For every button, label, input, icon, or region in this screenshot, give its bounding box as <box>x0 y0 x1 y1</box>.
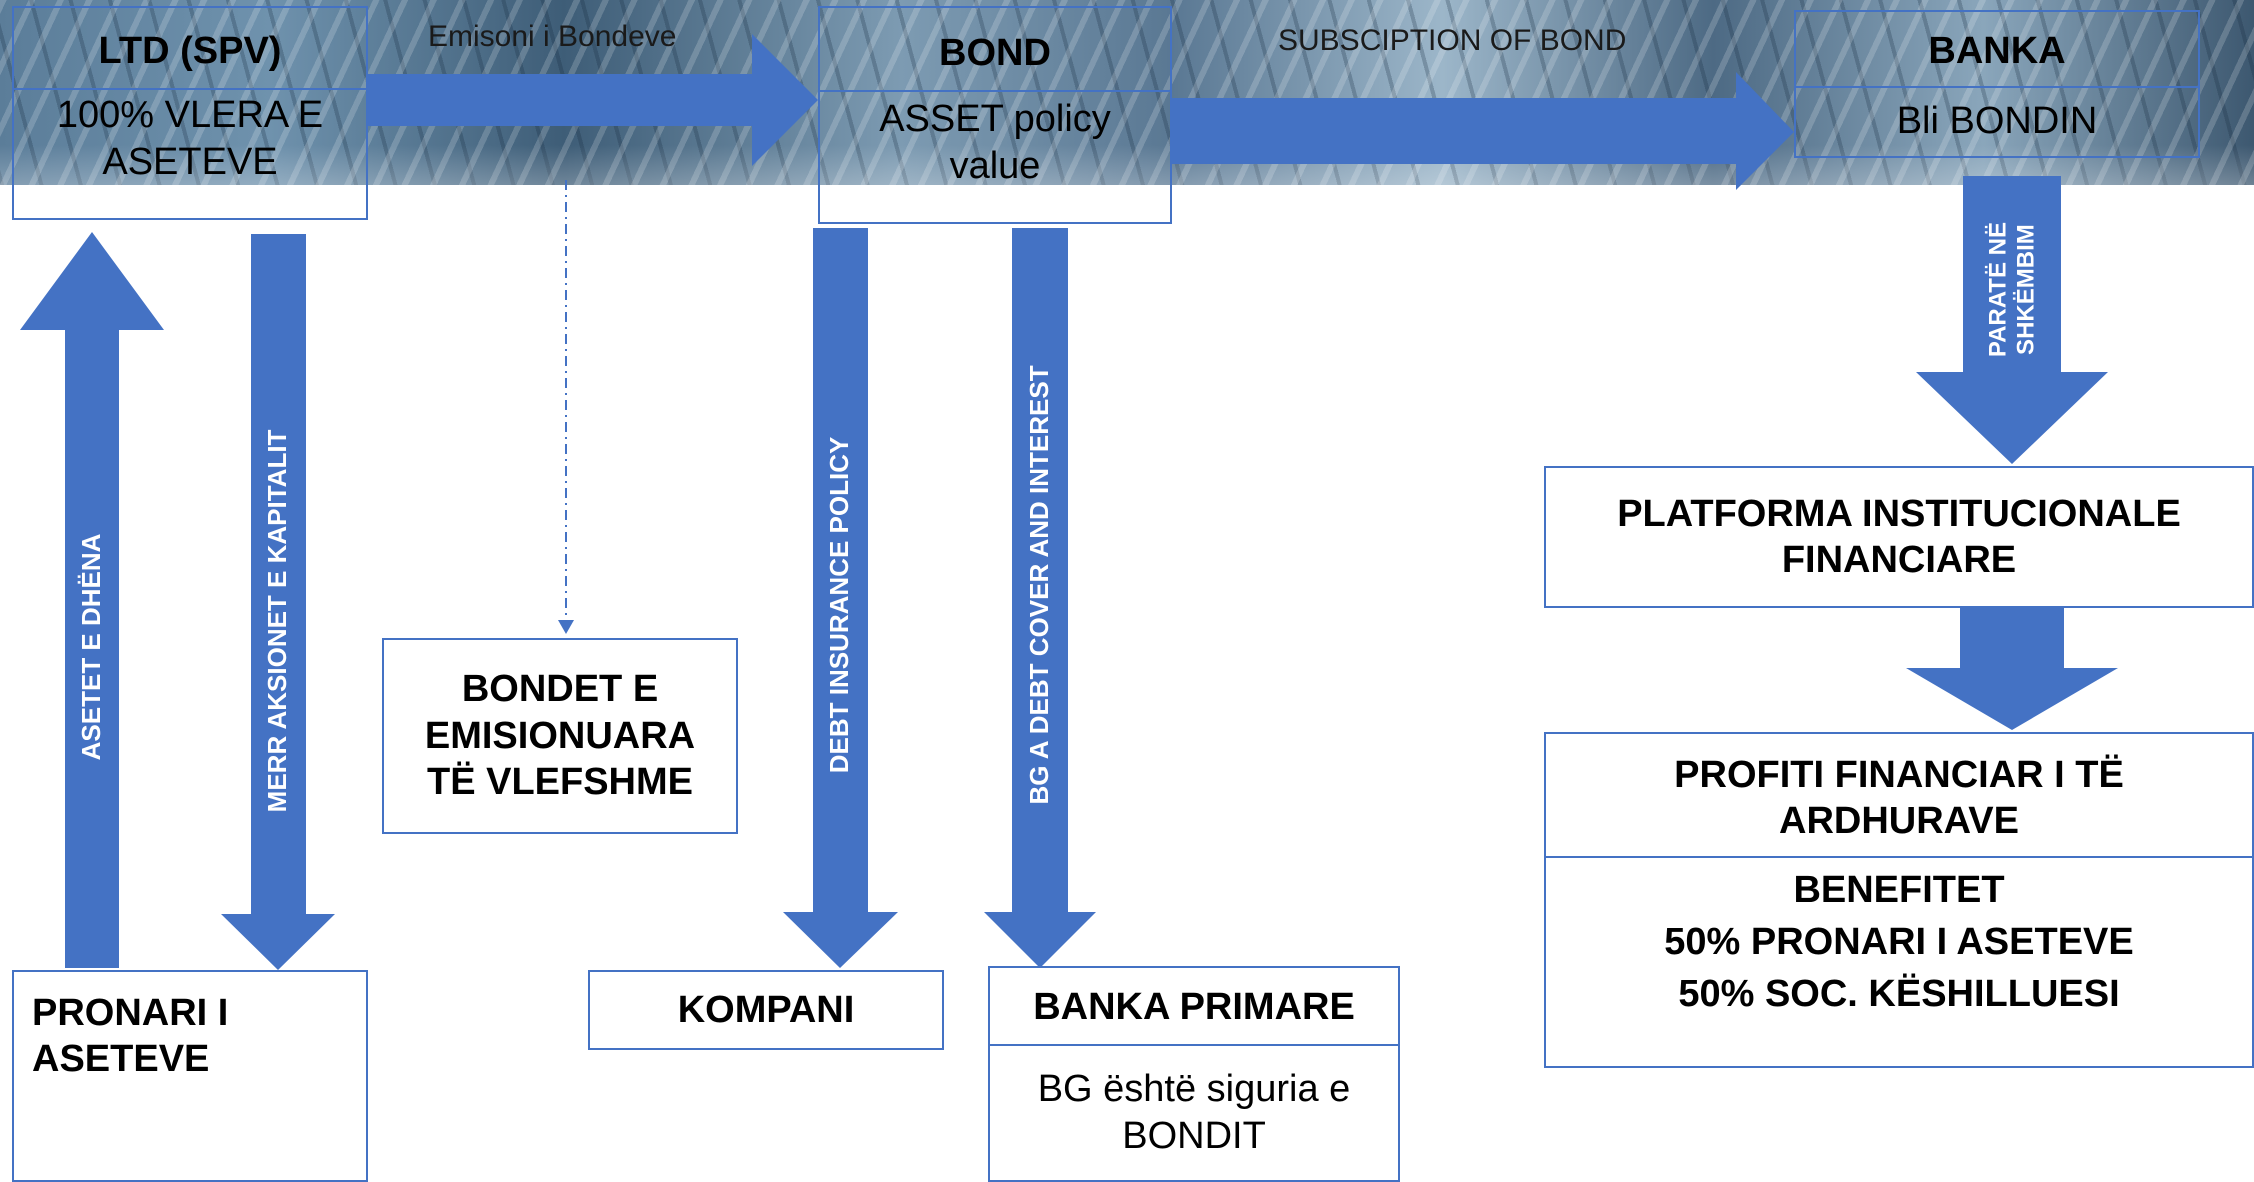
arrow-subscription <box>1172 72 1794 190</box>
ltd-spv-body: 100% VLERA E ASETEVE <box>56 94 324 183</box>
primary-bank-box: BANKA PRIMARE BG është siguria e BONDIT <box>988 966 1400 1182</box>
arrow-emission <box>368 34 818 166</box>
ltd-spv-box: LTD (SPV) 100% VLERA E ASETEVE <box>12 6 368 220</box>
arrow-takes-shares <box>221 234 335 970</box>
banka-title: BANKA <box>1928 30 2066 72</box>
benefits-title: BENEFITET <box>1793 868 2005 911</box>
label-bg-debt-cover: BG A DEBT COVER AND INTEREST <box>1024 365 1055 805</box>
profit-benefits-box: PROFITI FINANCIAR I TË ARDHURAVE BENEFIT… <box>1544 732 2254 1068</box>
arrow-assets-given <box>20 232 164 968</box>
arrow-debt-insurance <box>783 228 898 968</box>
asset-owner-box: PRONARI I ASETEVE <box>12 970 368 1182</box>
label-debt-insurance: DEBT INSURANCE POLICY <box>824 436 855 774</box>
ltd-spv-title: LTD (SPV) <box>98 30 282 72</box>
primary-bank-divider <box>990 1044 1398 1046</box>
platform-box: PLATFORMA INSTITUCIONALE FINANCIARE <box>1544 466 2254 608</box>
label-money-exchange: PARATË NË SHKËMBIM <box>1984 210 2039 370</box>
bond-title: BOND <box>939 32 1051 74</box>
bond-body: ASSET policy value <box>879 98 1111 187</box>
subscription-label: SUBSCIPTION OF BOND <box>1278 24 1627 57</box>
emission-label: Emisoni i Bondeve <box>428 20 677 53</box>
asset-owner-text: PRONARI I ASETEVE <box>32 992 229 1081</box>
label-money-exchange-line2: SHKËMBIM <box>2012 224 2039 355</box>
profit-text: PROFITI FINANCIAR I TË ARDHURAVE <box>1674 754 2124 843</box>
label-assets-given: ASETET E DHËNA <box>76 533 107 761</box>
primary-bank-title: BANKA PRIMARE <box>1033 986 1355 1028</box>
issued-bonds-box: BONDET E EMISIONUARA TË VLEFSHME <box>382 638 738 834</box>
arrow-money-exchange <box>1916 176 2108 464</box>
benefits-line1: 50% PRONARI I ASETEVE <box>1664 921 2134 964</box>
banka-box: BANKA Bli BONDIN <box>1794 10 2200 158</box>
bond-box: BOND ASSET policy value <box>818 6 1172 224</box>
dashed-arrowhead <box>558 620 574 634</box>
arrow-platform-to-profit <box>1906 608 2118 730</box>
banka-body: Bli BONDIN <box>1896 100 2098 143</box>
company-box: KOMPANI <box>588 970 944 1050</box>
ltd-spv-divider <box>14 88 366 90</box>
bond-divider <box>820 90 1170 92</box>
label-money-exchange-line1: PARATË NË <box>1984 222 2012 358</box>
header-background-image <box>0 0 2254 185</box>
profit-divider <box>1546 856 2252 858</box>
label-takes-shares: MERR AKSIONET E KAPITALIT <box>262 429 293 813</box>
banka-divider <box>1796 86 2198 88</box>
primary-bank-body: BG është siguria e BONDIT <box>1037 1068 1351 1157</box>
arrow-bg-debt-cover <box>984 228 1096 968</box>
benefits-line2: 50% SOC. KËSHILLUESI <box>1678 973 2120 1016</box>
banner-fade <box>0 145 2254 185</box>
